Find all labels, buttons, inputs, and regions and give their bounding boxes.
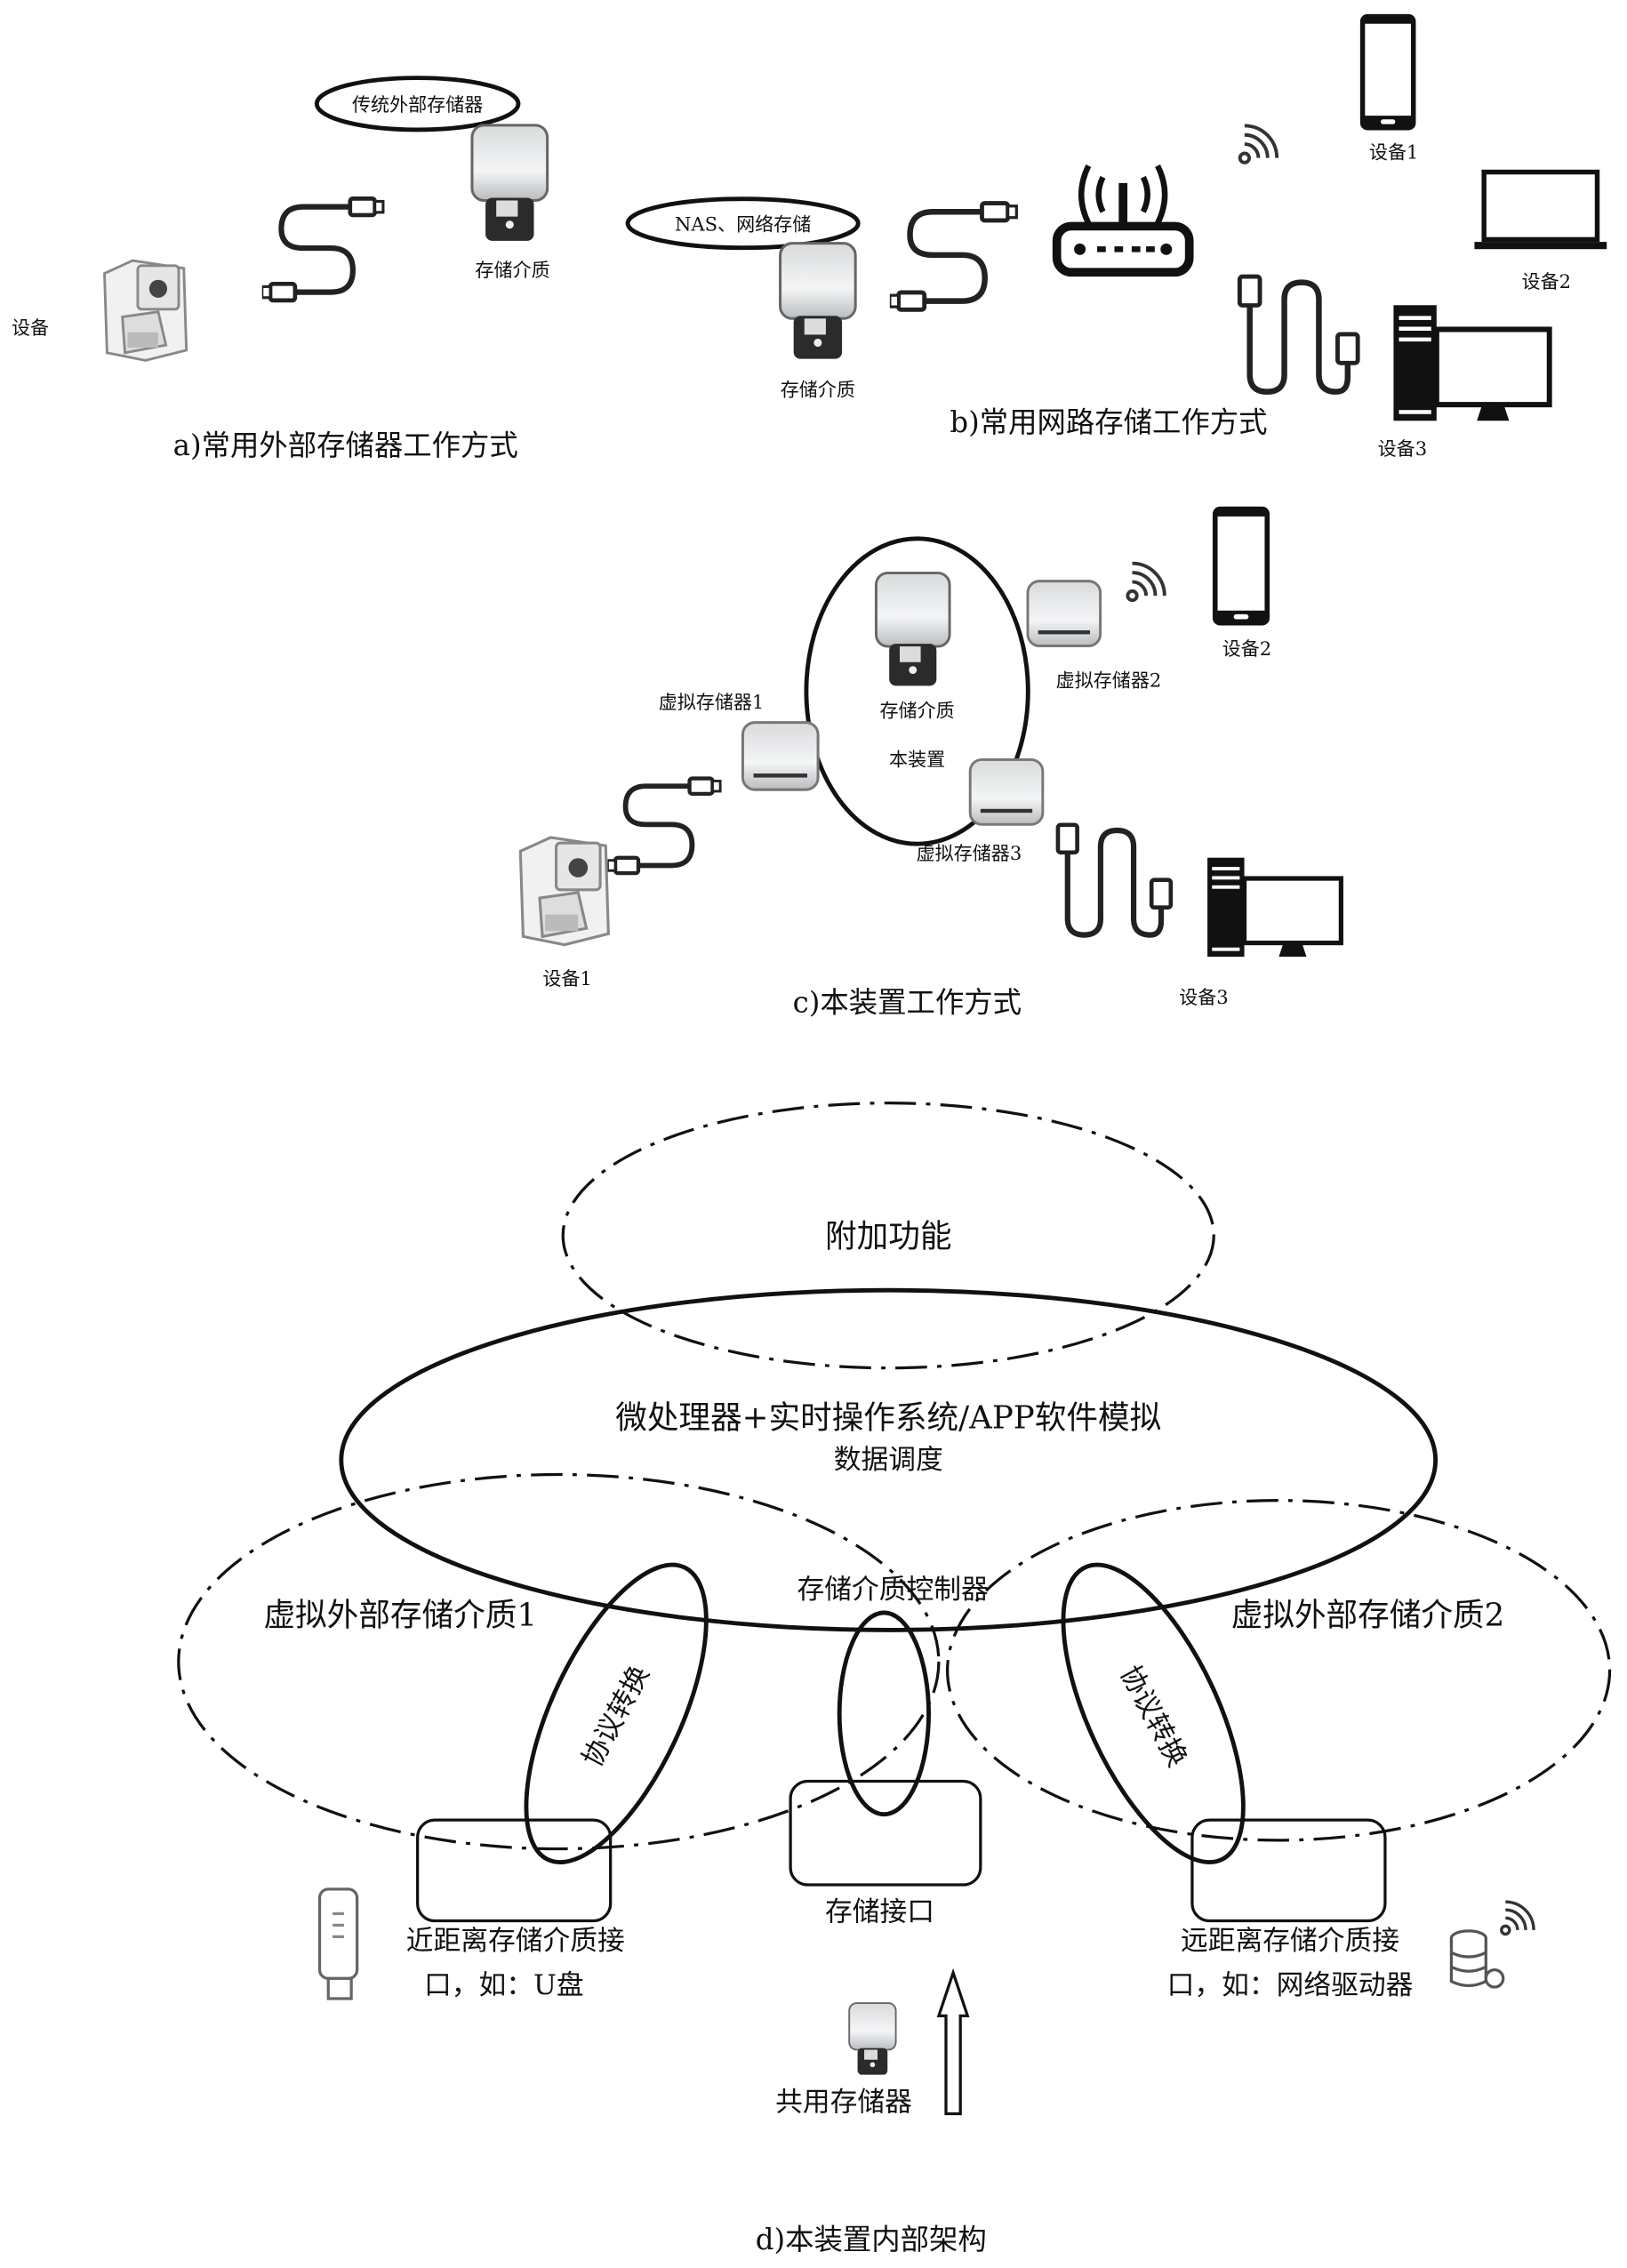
- virtual-media-1-ellipse: [179, 1475, 939, 1849]
- virtual3-label: 虚拟存储器3: [917, 842, 1022, 864]
- bubble-label: 传统外部存储器: [352, 93, 483, 116]
- phone-icon: [1213, 507, 1270, 626]
- controller-label: 存储介质控制器: [797, 1574, 988, 1606]
- usb-cable-icon: [1239, 276, 1358, 392]
- shared-storage-icon: [849, 2003, 895, 2074]
- usb-storage-icon: [472, 125, 548, 241]
- bubble-label: NAS、网络存储: [675, 212, 811, 235]
- device2-label: 设备2: [1222, 637, 1272, 660]
- phone-icon: [1360, 14, 1416, 131]
- far-interface-label-line1: 远距离存储介质接: [1181, 1925, 1399, 1957]
- additional-functions-label: 附加功能: [825, 1219, 951, 1255]
- laptop-icon: [1474, 172, 1607, 250]
- device1-label: 设备1: [542, 967, 591, 990]
- storage-label: 存储介质: [475, 259, 549, 281]
- caption-b: b)常用网路存储工作方式: [950, 405, 1267, 439]
- device2-label: 设备2: [1522, 270, 1572, 293]
- virtual-media-2-ellipse: [948, 1501, 1610, 1840]
- controller-ellipse: [839, 1613, 928, 1815]
- camera-device-icon: [105, 260, 187, 360]
- protocol-conversion-left-label: 协议转换: [576, 1661, 656, 1773]
- storage-label: 存储介质: [781, 379, 855, 401]
- wifi-icon: [1127, 564, 1164, 600]
- router-icon: [1057, 165, 1190, 272]
- near-interface-box: [418, 1820, 611, 1920]
- virtual-media-2-label: 虚拟外部存储介质2: [1231, 1598, 1505, 1634]
- usb-drive-icon: [320, 1889, 357, 1999]
- device1-label: 设备1: [1369, 140, 1419, 163]
- device-label: 设备: [12, 317, 49, 339]
- storage-label: 存储介质: [880, 700, 955, 722]
- figure-d: 附加功能 微处理器+实时操作系统/APP软件模拟 数据调度 虚拟外部存储介质1 …: [179, 1103, 1610, 2256]
- caption-a: a)常用外部存储器工作方式: [173, 429, 518, 462]
- figure-c: 存储介质 本装置 虚拟存储器1 虚拟存储器2 虚拟存储器3 设备2 设备1 设备…: [520, 507, 1341, 1020]
- caption-d: d)本装置内部架构: [756, 2223, 987, 2256]
- protocol-conversion-right-label: 协议转换: [1114, 1661, 1194, 1773]
- virtual-drive-3-icon: [970, 759, 1043, 824]
- usb-cable-icon: [607, 779, 720, 874]
- virtual-drive-2-icon: [1028, 581, 1101, 646]
- usb-storage-icon: [781, 244, 856, 359]
- network-drive-icon: [1451, 1902, 1534, 1987]
- up-arrow-icon: [939, 1973, 967, 2114]
- storage-interface-label: 存储接口: [825, 1896, 934, 1928]
- usb-cable-icon: [1058, 825, 1171, 935]
- usb-storage-icon: [876, 573, 950, 685]
- figure-a: 设备 传统外部存储器 存储介质 a)常用外部存储器工作方式: [12, 78, 550, 462]
- shared-storage-label: 共用存储器: [775, 2086, 912, 2118]
- usb-cable-icon: [262, 198, 383, 301]
- processor-label-line1: 微处理器+实时操作系统/APP软件模拟: [615, 1400, 1161, 1437]
- caption-c: c)本装置工作方式: [793, 986, 1022, 1020]
- virtual-media-1-label: 虚拟外部存储介质1: [263, 1598, 537, 1634]
- virtual2-label: 虚拟存储器2: [1056, 669, 1162, 692]
- wifi-icon: [1240, 125, 1277, 162]
- near-interface-label-line1: 近距离存储介质接: [406, 1925, 625, 1957]
- virtual-drive-1-icon: [742, 723, 818, 790]
- device3-label: 设备3: [1378, 437, 1428, 460]
- figure-b: NAS、网络存储 存储介质 设备1 设备2 设备3 b)常用网路存储工作方式: [628, 14, 1607, 460]
- device-label: 本装置: [889, 749, 945, 771]
- virtual1-label: 虚拟存储器1: [659, 691, 765, 713]
- usb-cable-icon: [890, 204, 1017, 310]
- desktop-computer-icon: [1207, 858, 1341, 957]
- near-interface-label-line2: 口，如：U盘: [424, 1969, 584, 2001]
- camera-device-icon: [520, 837, 608, 945]
- device3-label: 设备3: [1179, 986, 1229, 1008]
- far-interface-label-line2: 口，如：网络驱动器: [1167, 1969, 1414, 2001]
- processor-label-line2: 数据调度: [834, 1444, 943, 1476]
- desktop-computer-icon: [1393, 305, 1549, 421]
